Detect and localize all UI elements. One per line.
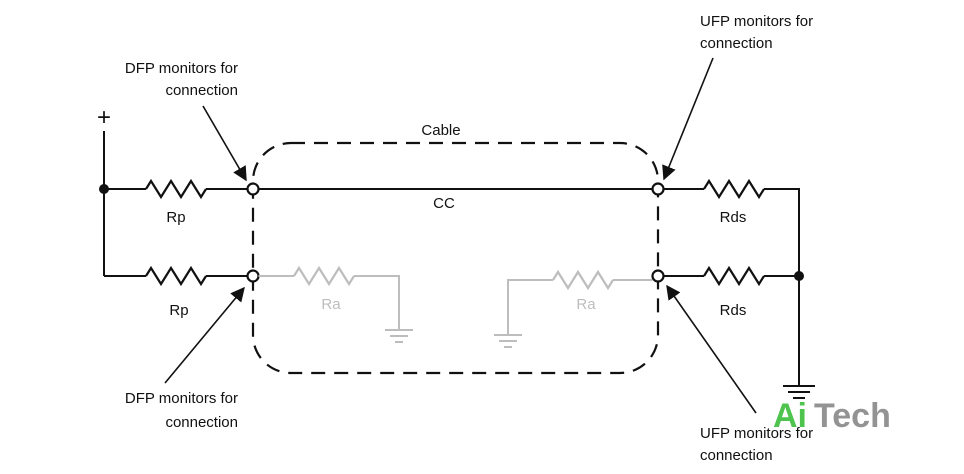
- ra-left-resistor: [293, 265, 355, 287]
- ufp-vconn-pin: [651, 269, 665, 283]
- aitech-watermark-logo: Ai Tech: [773, 397, 891, 435]
- watermark-tech: Tech: [814, 397, 891, 435]
- cable-boundary: [251, 141, 660, 375]
- ra-right-to-ground-wire: [507, 279, 553, 335]
- watermark-ai: Ai: [773, 397, 807, 435]
- plus-terminal-label: +: [97, 104, 111, 131]
- ufp-bottom-annotation-line2: connection: [700, 447, 773, 464]
- ra-right-label: Ra: [576, 296, 596, 313]
- ufp-ground-symbol: [783, 385, 815, 399]
- rp-bottom-resistor: [145, 265, 207, 287]
- rds-top-resistor: [703, 178, 765, 200]
- dfp-cc-pin: [246, 182, 260, 196]
- ra-left-to-ground-wire: [354, 275, 400, 330]
- dfp-top-annotation-line1: DFP monitors for: [125, 60, 238, 77]
- dfp-top-annotation-line2: connection: [165, 82, 238, 99]
- cc-label: CC: [433, 195, 455, 212]
- rds-bottom-label: Rds: [720, 302, 747, 319]
- dfp-bottom-arrow: [164, 286, 245, 384]
- ra-right-resistor: [552, 269, 614, 291]
- ufp-top-annotation-line2: connection: [700, 35, 773, 52]
- dfp-top-arrow: [202, 105, 247, 182]
- dfp-bottom-annotation-line1: DFP monitors for: [125, 390, 238, 407]
- rds-bottom-resistor: [703, 265, 765, 287]
- cable-label: Cable: [421, 122, 460, 139]
- ra-right-ground-symbol: [494, 334, 522, 348]
- rds-top-label: Rds: [720, 209, 747, 226]
- ufp-cc-pin: [651, 182, 665, 196]
- ra-left-label: Ra: [321, 296, 341, 313]
- ra-left-ground-symbol: [385, 329, 413, 343]
- ufp-bottom-arrow: [666, 284, 757, 414]
- ufp-bottom-annotation-line1: UFP monitors for: [700, 425, 813, 442]
- rp-top-label: Rp: [166, 209, 185, 226]
- ufp-top-arrow: [662, 57, 714, 181]
- dfp-bottom-annotation-line2: connection: [165, 414, 238, 431]
- ufp-top-annotation-line1: UFP monitors for: [700, 13, 813, 30]
- rp-top-resistor: [145, 178, 207, 200]
- rds-top-to-rail-wire: [764, 188, 800, 386]
- ground-junction-dot: [794, 271, 804, 281]
- dfp-vconn-pin: [246, 269, 260, 283]
- rp-bottom-label: Rp: [169, 302, 188, 319]
